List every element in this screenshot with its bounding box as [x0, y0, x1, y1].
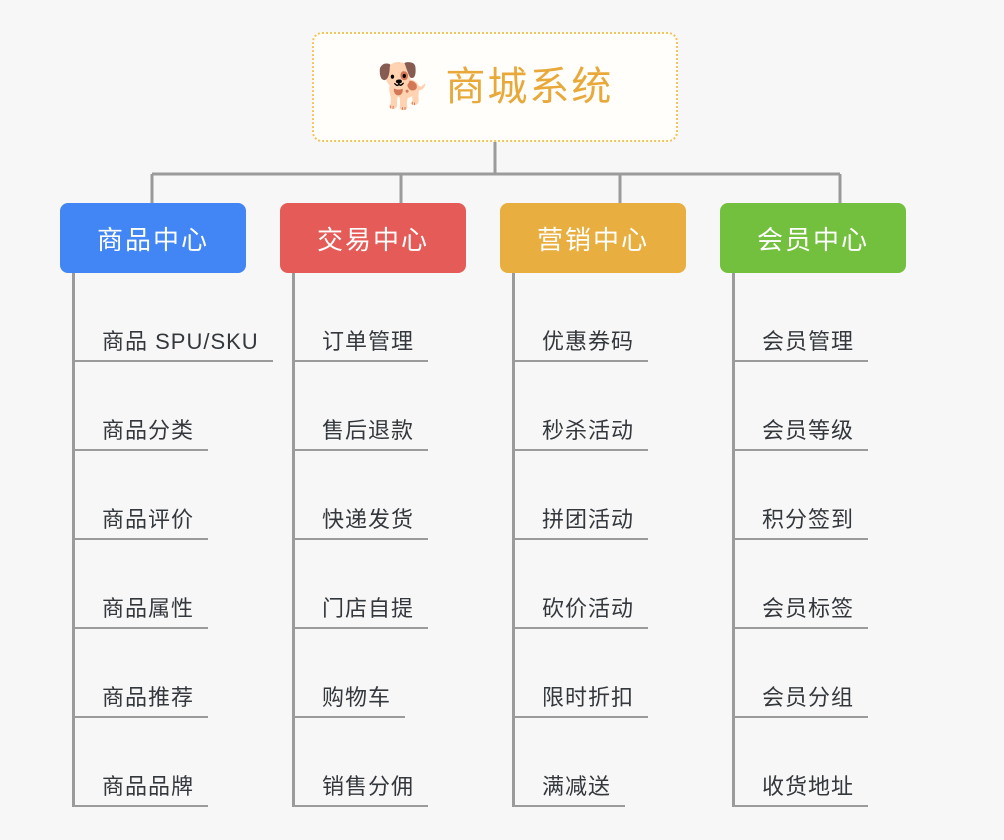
- leaf-list-trade-center: 订单管理 售后退款 快递发货 门店自提 购物车 销售分佣: [260, 273, 480, 807]
- leaf-underline: 商品品牌: [72, 773, 209, 807]
- leaf-label: 快递发货: [322, 506, 415, 532]
- leaf-item[interactable]: 会员分组: [700, 629, 920, 718]
- leaf-underline: 商品评价: [72, 506, 209, 540]
- leaf-label: 商品评价: [102, 506, 195, 532]
- leaf-label: 门店自提: [322, 595, 415, 621]
- leaf-underline: 积分签到: [732, 506, 869, 540]
- leaf-item[interactable]: 售后退款: [260, 362, 480, 451]
- category-header-trade-center[interactable]: 交易中心: [280, 203, 466, 273]
- column-spine: [512, 273, 515, 807]
- leaf-item[interactable]: 门店自提: [260, 540, 480, 629]
- leaf-label: 商品分类: [102, 417, 195, 443]
- leaf-item[interactable]: 商品评价: [40, 451, 260, 540]
- leaf-item[interactable]: 快递发货: [260, 451, 480, 540]
- leaf-item[interactable]: 砍价活动: [480, 540, 700, 629]
- leaf-underline: 商品推荐: [72, 684, 209, 718]
- leaf-underline: 满减送: [512, 773, 626, 807]
- column-spine: [292, 273, 295, 807]
- leaf-underline: 会员分组: [732, 684, 869, 718]
- leaf-item[interactable]: 收货地址: [700, 718, 920, 807]
- leaf-item[interactable]: 会员标签: [700, 540, 920, 629]
- leaf-item[interactable]: 会员管理: [700, 273, 920, 362]
- leaf-item[interactable]: 满减送: [480, 718, 700, 807]
- leaf-label: 购物车: [322, 684, 392, 710]
- leaf-underline: 会员标签: [732, 595, 869, 629]
- leaf-item[interactable]: 商品推荐: [40, 629, 260, 718]
- leaf-underline: 会员等级: [732, 417, 869, 451]
- category-header-member-center[interactable]: 会员中心: [720, 203, 906, 273]
- leaf-label: 积分签到: [762, 506, 855, 532]
- category-header-label: 会员中心: [756, 224, 869, 255]
- leaf-item[interactable]: 商品品牌: [40, 718, 260, 807]
- leaf-item[interactable]: 商品属性: [40, 540, 260, 629]
- leaf-item[interactable]: 商品分类: [40, 362, 260, 451]
- leaf-item[interactable]: 秒杀活动: [480, 362, 700, 451]
- leaf-underline: 秒杀活动: [512, 417, 649, 451]
- leaf-label: 限时折扣: [542, 684, 635, 710]
- leaf-underline: 订单管理: [292, 328, 429, 362]
- leaf-list-product-center: 商品 SPU/SKU 商品分类 商品评价 商品属性 商品推荐 商品品牌: [40, 273, 273, 807]
- leaf-label: 商品属性: [102, 595, 195, 621]
- leaf-label: 会员管理: [762, 328, 855, 354]
- leaf-label: 秒杀活动: [542, 417, 635, 443]
- leaf-underline: 砍价活动: [512, 595, 649, 629]
- leaf-underline: 优惠券码: [512, 328, 649, 362]
- column-spine: [72, 273, 75, 807]
- leaf-label: 订单管理: [322, 328, 415, 354]
- leaf-item[interactable]: 优惠券码: [480, 273, 700, 362]
- leaf-underline: 售后退款: [292, 417, 429, 451]
- leaf-label: 砍价活动: [542, 595, 635, 621]
- leaf-item[interactable]: 拼团活动: [480, 451, 700, 540]
- category-header-marketing-center[interactable]: 营销中心: [500, 203, 686, 273]
- leaf-item[interactable]: 商品 SPU/SKU: [40, 273, 273, 362]
- leaf-item[interactable]: 积分签到: [700, 451, 920, 540]
- shiba-dog-icon: 🐕: [376, 62, 432, 111]
- column-spine: [732, 273, 735, 807]
- leaf-label: 收货地址: [762, 773, 855, 799]
- category-header-label: 交易中心: [316, 224, 429, 255]
- leaf-label: 商品品牌: [102, 773, 195, 799]
- leaf-underline: 商品分类: [72, 417, 209, 451]
- leaf-underline: 会员管理: [732, 328, 869, 362]
- leaf-underline: 销售分佣: [292, 773, 429, 807]
- leaf-label: 销售分佣: [322, 773, 415, 799]
- leaf-label: 优惠券码: [542, 328, 635, 354]
- leaf-underline: 购物车: [292, 684, 406, 718]
- leaf-item[interactable]: 限时折扣: [480, 629, 700, 718]
- category-header-label: 营销中心: [536, 224, 649, 255]
- leaf-underline: 限时折扣: [512, 684, 649, 718]
- leaf-label: 满减送: [542, 773, 612, 799]
- leaf-underline: 拼团活动: [512, 506, 649, 540]
- category-header-label: 商品中心: [96, 224, 209, 255]
- leaf-list-marketing-center: 优惠券码 秒杀活动 拼团活动 砍价活动 限时折扣 满减送: [480, 273, 700, 807]
- leaf-underline: 商品 SPU/SKU: [72, 328, 273, 362]
- leaf-list-member-center: 会员管理 会员等级 积分签到 会员标签 会员分组 收货地址: [700, 273, 920, 807]
- leaf-underline: 商品属性: [72, 595, 209, 629]
- leaf-item[interactable]: 销售分佣: [260, 718, 480, 807]
- leaf-item[interactable]: 会员等级: [700, 362, 920, 451]
- leaf-item[interactable]: 购物车: [260, 629, 480, 718]
- category-header-product-center[interactable]: 商品中心: [60, 203, 246, 273]
- root-node[interactable]: 🐕 商城系统: [312, 32, 678, 142]
- leaf-label: 售后退款: [322, 417, 415, 443]
- leaf-label: 会员分组: [762, 684, 855, 710]
- root-title: 商城系统: [445, 65, 614, 109]
- leaf-label: 商品 SPU/SKU: [102, 328, 259, 354]
- leaf-label: 拼团活动: [542, 506, 635, 532]
- leaf-label: 会员等级: [762, 417, 855, 443]
- leaf-label: 商品推荐: [102, 684, 195, 710]
- leaf-underline: 门店自提: [292, 595, 429, 629]
- leaf-item[interactable]: 订单管理: [260, 273, 480, 362]
- leaf-underline: 收货地址: [732, 773, 869, 807]
- leaf-underline: 快递发货: [292, 506, 429, 540]
- leaf-label: 会员标签: [762, 595, 855, 621]
